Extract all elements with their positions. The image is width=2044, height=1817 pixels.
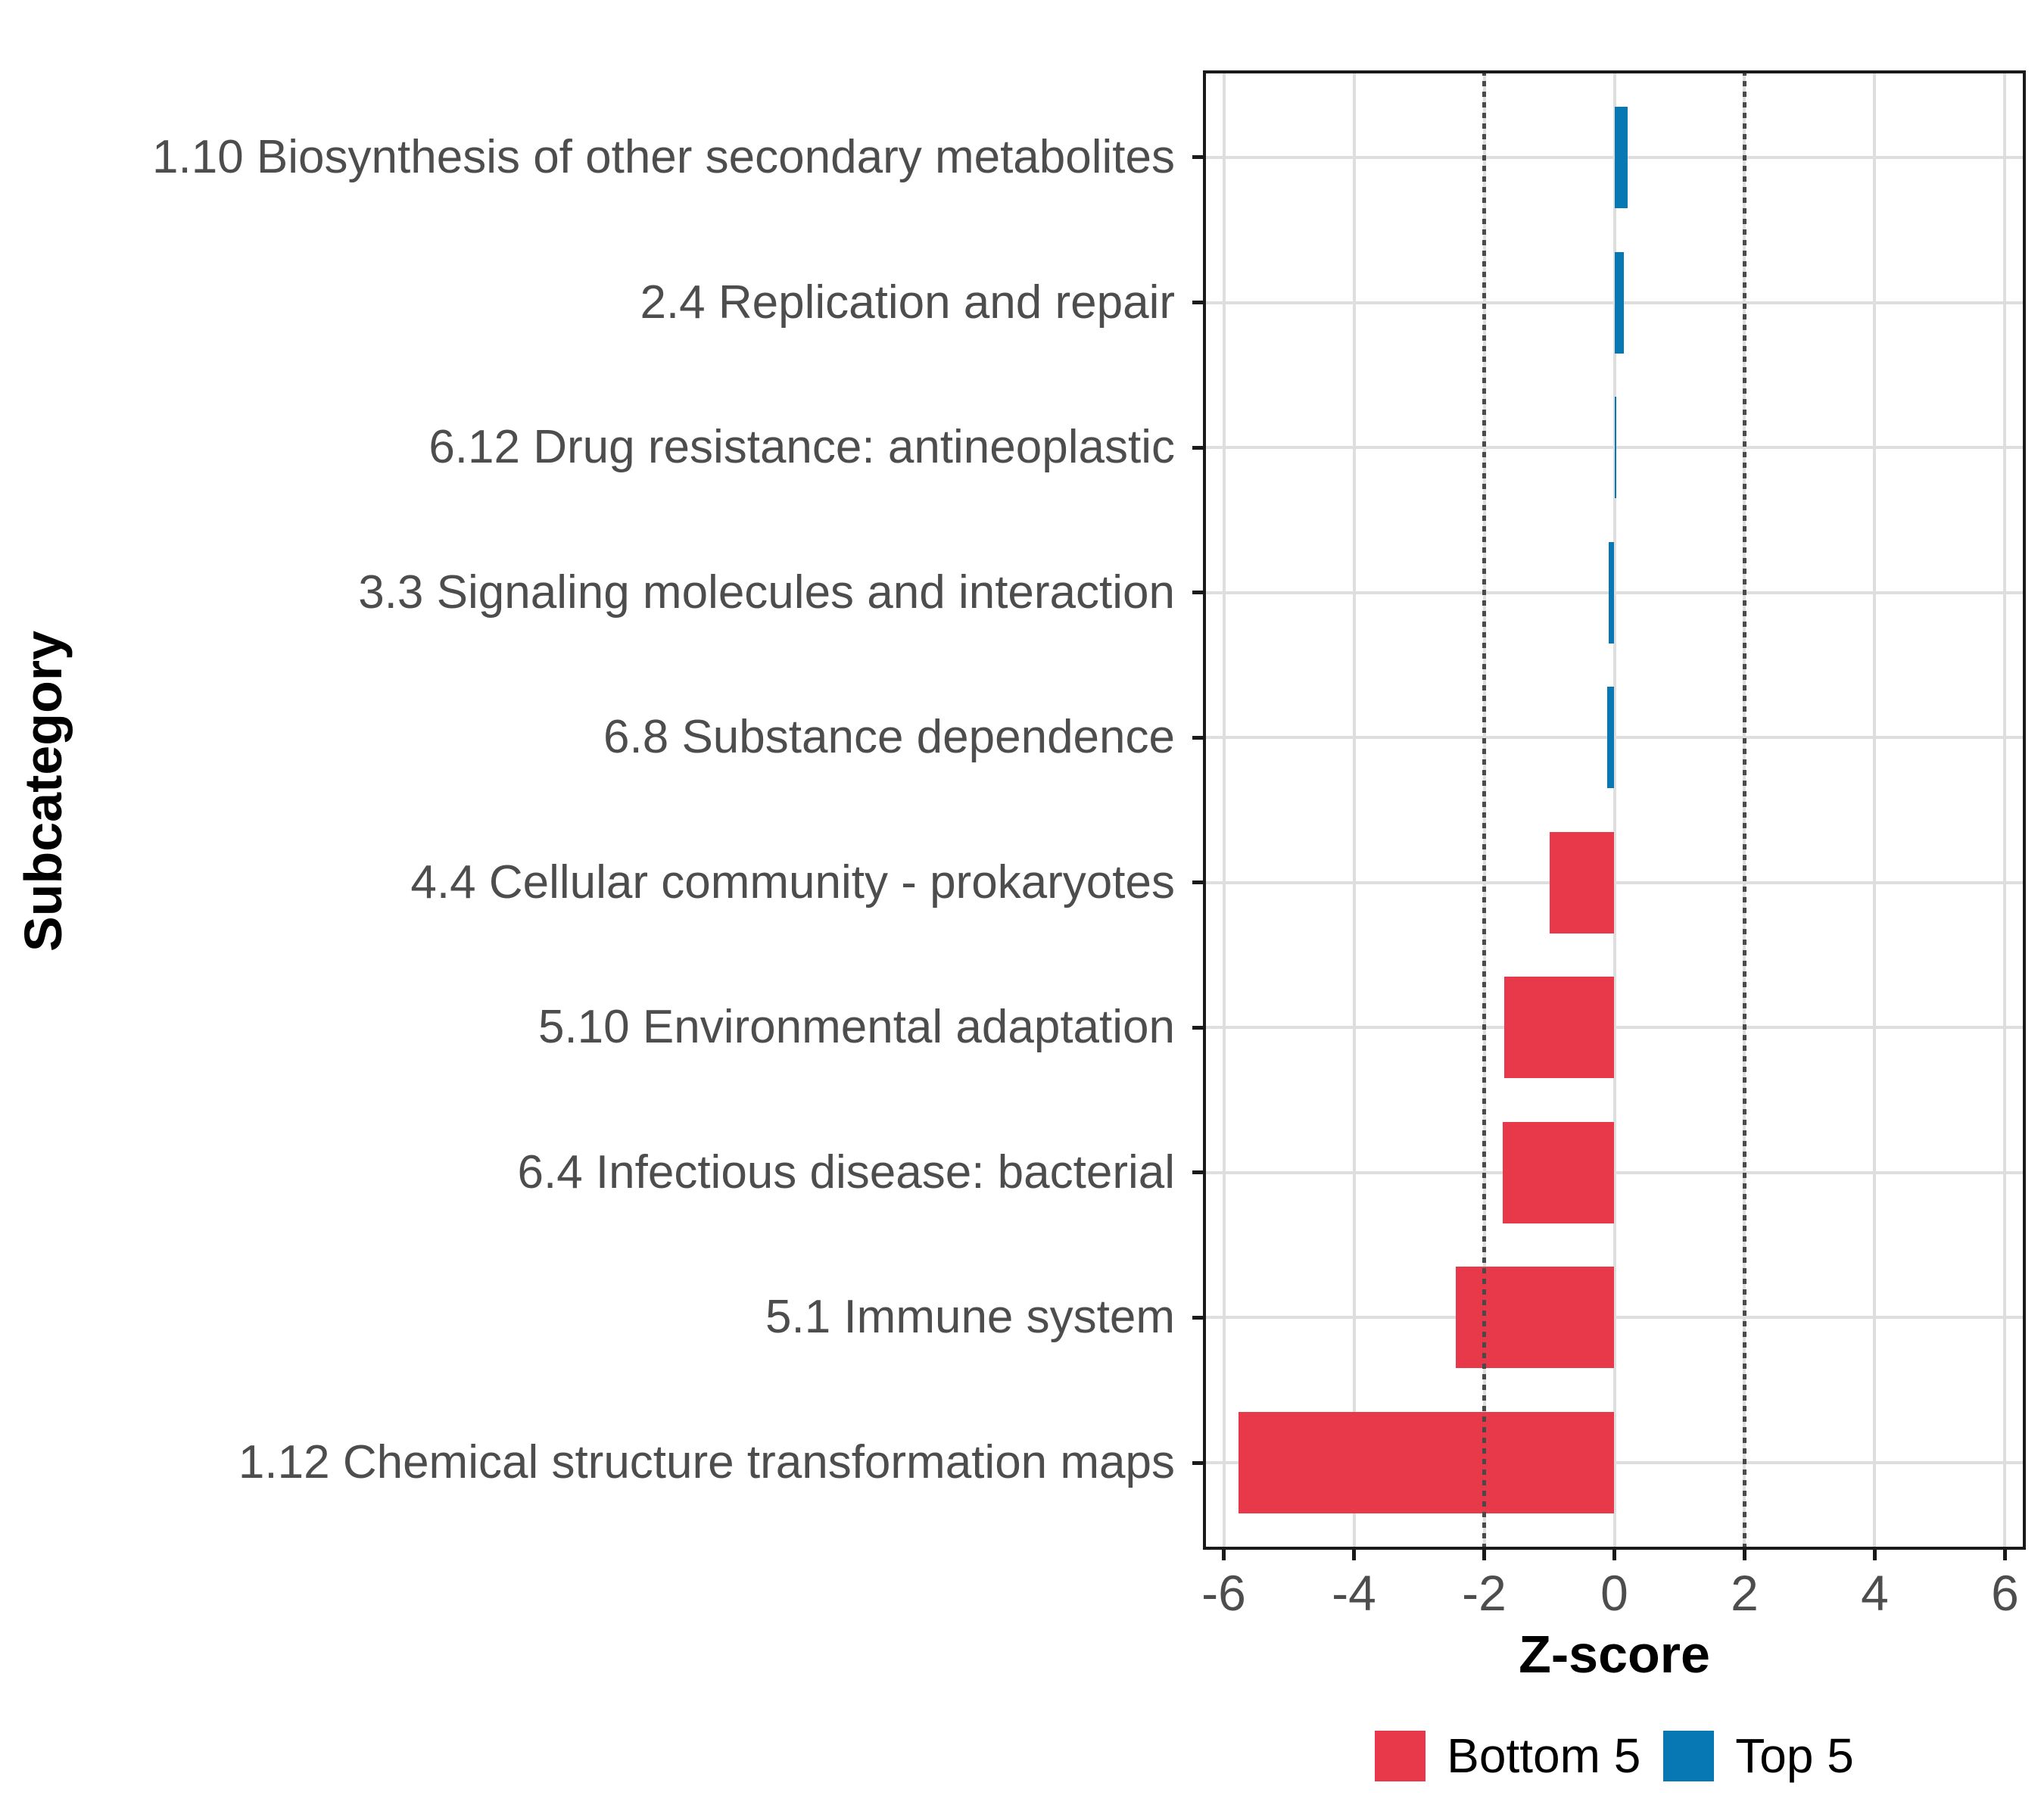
bar-bottom5 bbox=[1455, 1267, 1615, 1369]
category-label: 5.1 Immune system bbox=[765, 1291, 1175, 1344]
x-tick-mark bbox=[1352, 1550, 1356, 1560]
reference-line bbox=[1742, 70, 1746, 1550]
x-gridline bbox=[1873, 70, 1877, 1550]
category-label: 4.4 Cellular community - prokaryotes bbox=[410, 856, 1175, 908]
y-gridline bbox=[1203, 736, 2026, 740]
legend-swatch-icon bbox=[1663, 1730, 1715, 1781]
legend-label: Top 5 bbox=[1735, 1728, 1854, 1783]
x-tick-label: -2 bbox=[1462, 1565, 1507, 1621]
y-gridline bbox=[1203, 1316, 2026, 1320]
x-tick-label: -6 bbox=[1201, 1565, 1246, 1621]
bar-top5 bbox=[1614, 106, 1628, 208]
y-gridline bbox=[1203, 1026, 2026, 1030]
y-tick-mark bbox=[1192, 1170, 1203, 1175]
reference-line bbox=[1482, 70, 1486, 1550]
category-label: 6.4 Infectious disease: bacterial bbox=[517, 1145, 1175, 1198]
y-tick-mark bbox=[1192, 880, 1203, 885]
x-tick-label: 0 bbox=[1600, 1565, 1628, 1621]
x-tick-mark bbox=[1742, 1550, 1746, 1560]
x-gridline bbox=[1352, 70, 1356, 1550]
y-gridline bbox=[1203, 591, 2026, 594]
y-tick-mark bbox=[1192, 445, 1203, 450]
x-tick-label: -4 bbox=[1332, 1565, 1376, 1621]
category-label: 3.3 Signaling molecules and interaction bbox=[358, 566, 1175, 619]
y-tick-mark bbox=[1192, 301, 1203, 304]
category-label: 5.10 Environmental adaptation bbox=[537, 1001, 1175, 1054]
bar-bottom5 bbox=[1549, 831, 1615, 933]
bar-bottom5 bbox=[1503, 1121, 1615, 1223]
y-tick-mark bbox=[1192, 1460, 1203, 1465]
y-gridline bbox=[1203, 1461, 2026, 1465]
y-gridline bbox=[1203, 1170, 2026, 1174]
bar-top5 bbox=[1607, 687, 1615, 789]
x-tick-label: 6 bbox=[1991, 1565, 2019, 1621]
x-axis-title: Z-score bbox=[1519, 1625, 1710, 1684]
y-tick-mark bbox=[1192, 591, 1203, 595]
category-label: 6.12 Drug resistance: antineoplastic bbox=[428, 421, 1175, 474]
legend: Bottom 5 Top 5 bbox=[1203, 1722, 2026, 1790]
legend-item: Top 5 bbox=[1663, 1728, 1854, 1783]
legend-swatch-icon bbox=[1375, 1730, 1426, 1781]
bar-top5 bbox=[1614, 251, 1624, 354]
x-tick-mark bbox=[1872, 1550, 1877, 1560]
x-tick-mark bbox=[2002, 1550, 2007, 1560]
y-tick-mark bbox=[1192, 735, 1203, 740]
y-tick-mark bbox=[1192, 1315, 1203, 1320]
y-tick-mark bbox=[1192, 1025, 1203, 1030]
category-label: 2.4 Replication and repair bbox=[640, 276, 1175, 329]
category-label: 1.12 Chemical structure transformation m… bbox=[238, 1436, 1175, 1489]
x-gridline bbox=[2003, 70, 2007, 1550]
x-tick-label: 2 bbox=[1731, 1565, 1759, 1621]
y-axis-title: Subcategory bbox=[14, 631, 73, 952]
y-tick-mark bbox=[1192, 155, 1203, 160]
category-label: 1.10 Biosynthesis of other secondary met… bbox=[152, 130, 1175, 183]
x-tick-label: 4 bbox=[1861, 1565, 1889, 1621]
x-gridline bbox=[1222, 70, 1226, 1550]
bar-top5 bbox=[1608, 541, 1615, 644]
x-tick-mark bbox=[1222, 1550, 1226, 1560]
x-tick-mark bbox=[1482, 1550, 1486, 1560]
x-gridline bbox=[1612, 70, 1616, 1550]
y-gridline bbox=[1203, 880, 2026, 884]
legend-item: Bottom 5 bbox=[1375, 1728, 1640, 1783]
bar-top5 bbox=[1614, 397, 1616, 499]
x-tick-mark bbox=[1612, 1550, 1616, 1560]
legend-label: Bottom 5 bbox=[1447, 1728, 1641, 1783]
bar-bottom5 bbox=[1239, 1412, 1615, 1514]
category-label: 6.8 Substance dependence bbox=[603, 711, 1175, 764]
bar-bottom5 bbox=[1504, 977, 1615, 1079]
